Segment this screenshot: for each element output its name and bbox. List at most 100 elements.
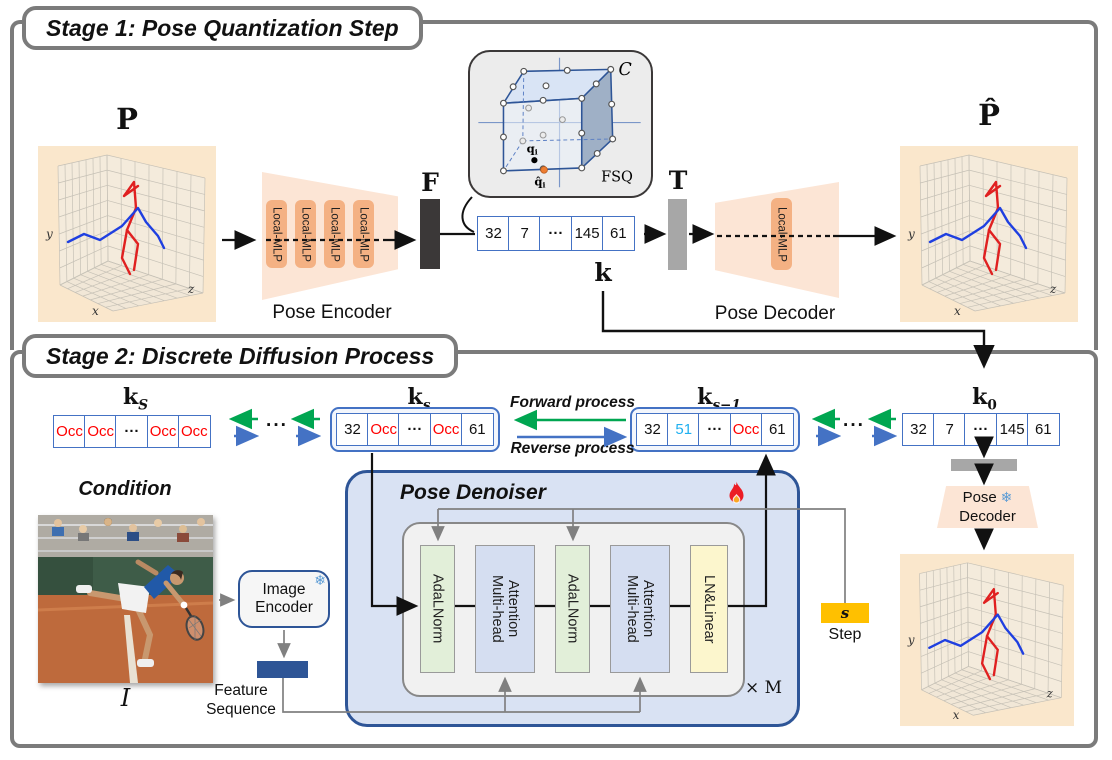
label-F: F <box>421 168 439 197</box>
token-cell: Occ <box>146 415 180 448</box>
ln-linear-block: LN&Linear <box>690 545 728 673</box>
token-cell: Occ <box>429 413 463 446</box>
token-cell: Occ <box>367 413 401 446</box>
condition-label: Condition <box>78 478 172 500</box>
local-mlp-block: Local-MLP <box>771 198 792 270</box>
token-embedding-bar-stage2 <box>951 459 1017 471</box>
mha-block-2: Multi-head Attention <box>610 545 670 673</box>
fsq-cube: qi q̂i C FSQ <box>478 57 641 189</box>
token-cell: 7 <box>508 216 542 251</box>
skeleton-arms <box>66 206 166 250</box>
feature-sequence-bar <box>257 661 308 678</box>
pose-plot-reconstructed: y x z <box>900 146 1078 322</box>
axis-label-z: z <box>1049 282 1057 296</box>
stage1-title: Stage 1: Pose Quantization Step <box>22 6 423 50</box>
image-encoder: Image Encoder ❄ <box>238 570 330 628</box>
ellipsis-dots: ··· <box>266 415 288 436</box>
forward-process-label: Forward process <box>510 394 635 411</box>
lattice-points <box>499 65 617 175</box>
feature-sequence-label: Feature Sequence <box>206 682 276 718</box>
pose-plot-generated: y x z <box>900 552 1074 728</box>
token-cell: 51 <box>667 413 701 446</box>
token-cell: ··· <box>964 413 998 446</box>
token-cell: 7 <box>933 413 967 446</box>
qi-hat-point <box>540 166 548 174</box>
label-qi: qi <box>527 141 538 156</box>
token-cell: 32 <box>902 413 935 446</box>
label-P: P <box>116 102 138 136</box>
stage2-title: Stage 2: Discrete Diffusion Process <box>22 334 459 378</box>
token-cell: Occ <box>177 415 211 448</box>
label-C: C <box>618 60 631 80</box>
token-cell: ··· <box>698 413 732 446</box>
ellipsis-dots: ··· <box>843 415 865 436</box>
token-cell: 61 <box>601 216 635 251</box>
axis-label-y: y <box>907 633 915 647</box>
label-k: k <box>594 258 612 287</box>
snowflake-icon: ❄ <box>314 572 326 588</box>
fsq-callout: qi q̂i C FSQ <box>468 50 653 198</box>
local-mlp-block: Local-MLP <box>324 200 345 268</box>
token-cell: Occ <box>729 413 763 446</box>
token-cell: 32 <box>336 413 369 446</box>
axis-label-z: z <box>1046 687 1054 701</box>
step-label: Step <box>828 626 862 643</box>
skeleton-legs <box>120 180 140 276</box>
local-mlp-block: Local-MLP <box>295 200 316 268</box>
axis-label-y: y <box>45 227 53 241</box>
pose-encoder-label: Pose Encoder <box>272 302 392 323</box>
fire-icon <box>726 481 747 510</box>
skeleton-legs <box>982 180 1002 276</box>
token-cell: 61 <box>760 413 794 446</box>
snowflake-icon: ❄ <box>996 489 1013 505</box>
stage2-panel <box>10 350 1098 748</box>
skeleton-leg2 <box>987 228 1002 272</box>
local-mlp-block: Local-MLP <box>353 200 374 268</box>
token-cell: 32 <box>477 216 510 251</box>
stage1-panel <box>10 20 1098 350</box>
token-cell: ··· <box>539 216 573 251</box>
repeat-label: × M <box>745 678 783 698</box>
token-cell: Occ <box>53 415 86 448</box>
pose-denoiser-title: Pose Denoiser <box>400 481 546 504</box>
pose-plot-svg: y x z <box>38 146 216 322</box>
tennis-player <box>76 559 205 667</box>
skeleton-leg2 <box>985 634 999 677</box>
token-cell: Occ <box>84 415 118 448</box>
skeleton-arms <box>928 613 1025 655</box>
label-P-hat: P̂ <box>978 98 1000 132</box>
crowd <box>38 518 213 552</box>
axis-label-x: x <box>953 708 960 722</box>
label-qi-hat: q̂i <box>534 174 545 189</box>
skeleton-legs <box>980 587 999 681</box>
pose-decoder-block: Local-MLP <box>771 198 792 270</box>
axis-label-x: x <box>954 304 961 318</box>
skeleton-leg2 <box>125 228 140 272</box>
token-cell: 145 <box>995 413 1029 446</box>
token-cell: 61 <box>460 413 494 446</box>
skeleton-arms <box>928 206 1028 250</box>
local-mlp-block: Local-MLP <box>266 200 287 268</box>
adalnorm-block-2: AdaLNorm <box>555 545 590 673</box>
qi-point <box>531 157 538 164</box>
token-cell: ··· <box>398 413 432 446</box>
pose-decoder-stage2-label: Pose ❄ Decoder <box>959 489 1016 525</box>
reverse-process-label: Reverse process <box>510 440 635 457</box>
token-cell: 145 <box>570 216 604 251</box>
adalnorm-block-1: AdaLNorm <box>420 545 455 673</box>
pose-plot-input: y x z <box>38 146 216 322</box>
label-FSQ: FSQ <box>601 169 633 185</box>
token-embedding-bar-T <box>668 199 687 270</box>
label-ks: ks <box>407 384 431 414</box>
label-k0: k0 <box>972 384 997 414</box>
pose-plot-svg: y x z <box>900 553 1074 727</box>
feature-bar-F <box>420 199 440 269</box>
token-cell: 61 <box>1026 413 1060 446</box>
condition-photo <box>37 515 214 683</box>
